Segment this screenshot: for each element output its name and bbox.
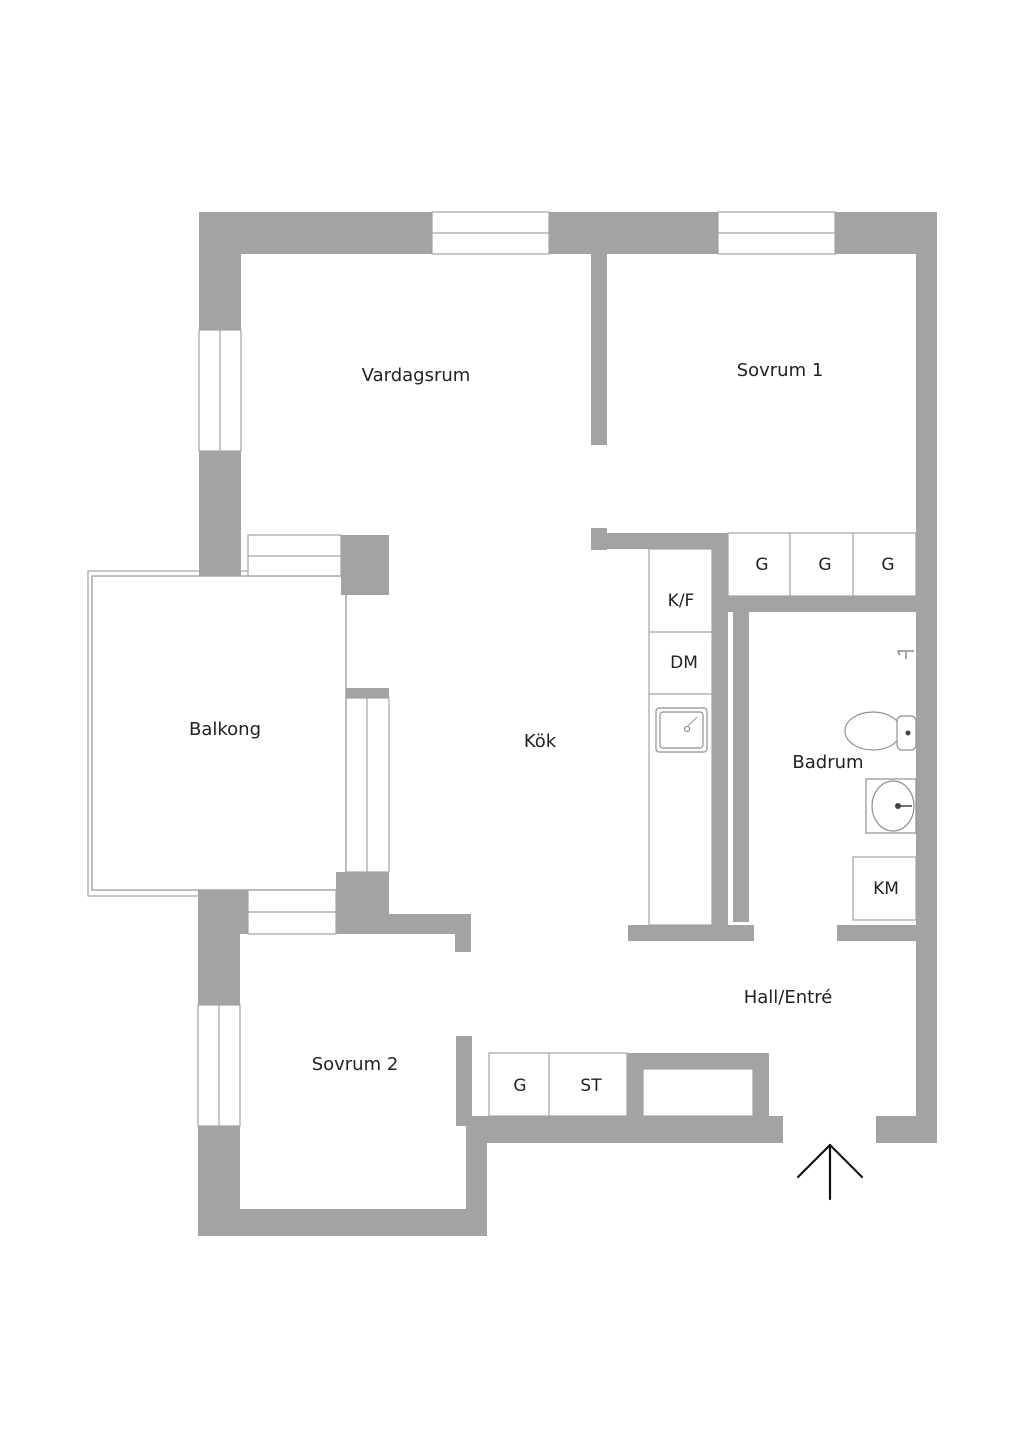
cabinet-label-kf: K/F xyxy=(668,591,695,611)
toilet-icon xyxy=(844,711,917,751)
interior-walls xyxy=(346,254,937,1123)
room-label-vardagsrum: Vardagsrum xyxy=(362,365,471,386)
cabinet-label-km: KM xyxy=(873,879,899,899)
window-balcony-lower xyxy=(247,889,337,935)
washing-machine-cabinet xyxy=(852,856,917,921)
cabinet-label-g3: G xyxy=(881,555,894,575)
cabinet-label-g1: G xyxy=(755,555,768,575)
shower-icon xyxy=(897,650,914,659)
cabinet-label-st: ST xyxy=(580,1076,602,1096)
room-label-badrum: Badrum xyxy=(792,752,863,773)
arrow-up-icon xyxy=(796,1143,864,1201)
room-label-sovrum2: Sovrum 2 xyxy=(312,1054,399,1075)
room-label-balkong: Balkong xyxy=(189,719,261,740)
room-label-kok: Kök xyxy=(524,731,557,752)
hall-storage xyxy=(642,1068,754,1117)
window-left-vardagsrum xyxy=(198,329,242,452)
washbasin-icon xyxy=(865,778,917,834)
window-left-sovrum2 xyxy=(197,1004,241,1127)
wardrobes-hall xyxy=(727,532,917,597)
room-label-sovrum1: Sovrum 1 xyxy=(737,360,824,381)
room-label-hall: Hall/Entré xyxy=(744,987,833,1008)
window-top-right xyxy=(717,211,836,255)
sink-icon xyxy=(655,707,708,753)
cabinet-label-g2: G xyxy=(818,555,831,575)
balcony-outline xyxy=(91,575,347,891)
cabinet-label-dm: DM xyxy=(670,653,698,673)
windows xyxy=(197,211,836,1127)
window-balcony-door xyxy=(345,697,390,873)
wardrobes-sovrum2 xyxy=(488,1052,628,1117)
cabinet-label-sovrum2-g: G xyxy=(513,1076,526,1096)
window-balcony-upper xyxy=(247,534,342,577)
window-top-left xyxy=(431,211,550,255)
